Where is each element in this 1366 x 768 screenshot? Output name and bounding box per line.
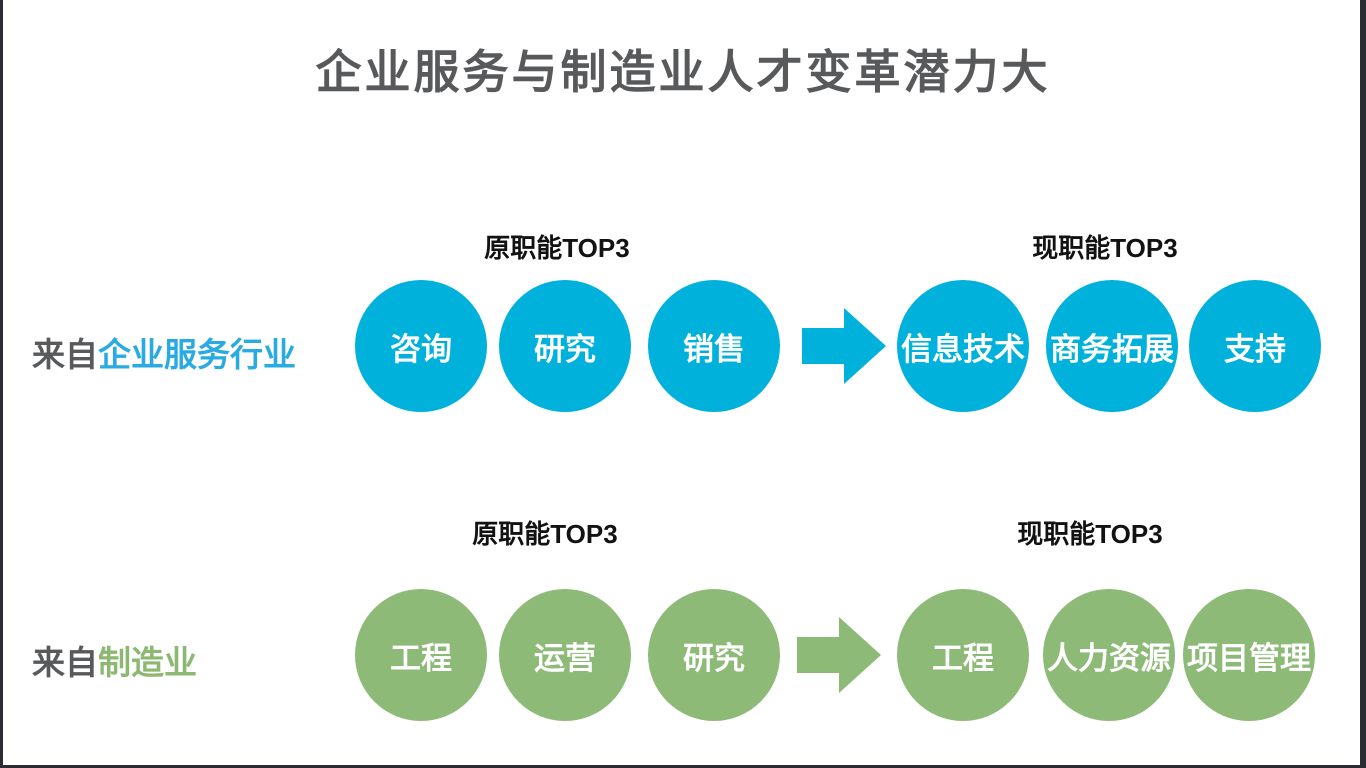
current-function-circle: 人力资源	[1043, 589, 1175, 721]
page-title: 企业服务与制造业人才变革潜力大	[315, 46, 1051, 98]
current-function-circle: 工程	[897, 589, 1029, 721]
current-function-circle: 支持	[1189, 280, 1321, 412]
row-label-industry: 企业服务行业	[98, 336, 296, 373]
origin-functions-header: 原职能TOP3	[484, 233, 630, 263]
row-label-enterprise-services: 来自企业服务行业	[32, 328, 296, 376]
current-functions-header: 现职能TOP3	[1017, 519, 1163, 549]
origin-functions-header: 原职能TOP3	[472, 519, 618, 549]
current-function-circle: 商务拓展	[1046, 280, 1178, 412]
right-arrow-icon	[802, 308, 886, 384]
origin-function-circle: 研究	[499, 280, 631, 412]
current-function-circle: 信息技术	[897, 280, 1029, 412]
origin-function-circle: 销售	[648, 280, 780, 412]
origin-function-circle: 咨询	[355, 280, 487, 412]
row-label-manufacturing: 来自制造业	[32, 636, 197, 684]
viewport-edge-left	[0, 0, 3, 768]
viewport-edge-right	[1360, 0, 1366, 768]
right-arrow-icon	[797, 617, 881, 693]
row-label-industry: 制造业	[98, 644, 197, 681]
current-function-circle: 项目管理	[1183, 589, 1315, 721]
row-label-prefix: 来自	[32, 336, 98, 373]
origin-function-circle: 工程	[355, 589, 487, 721]
current-functions-header: 现职能TOP3	[1032, 233, 1178, 263]
origin-function-circle: 运营	[499, 589, 631, 721]
viewport-edge-bottom	[0, 765, 1366, 768]
row-label-prefix: 来自	[32, 644, 98, 681]
origin-function-circle: 研究	[648, 589, 780, 721]
